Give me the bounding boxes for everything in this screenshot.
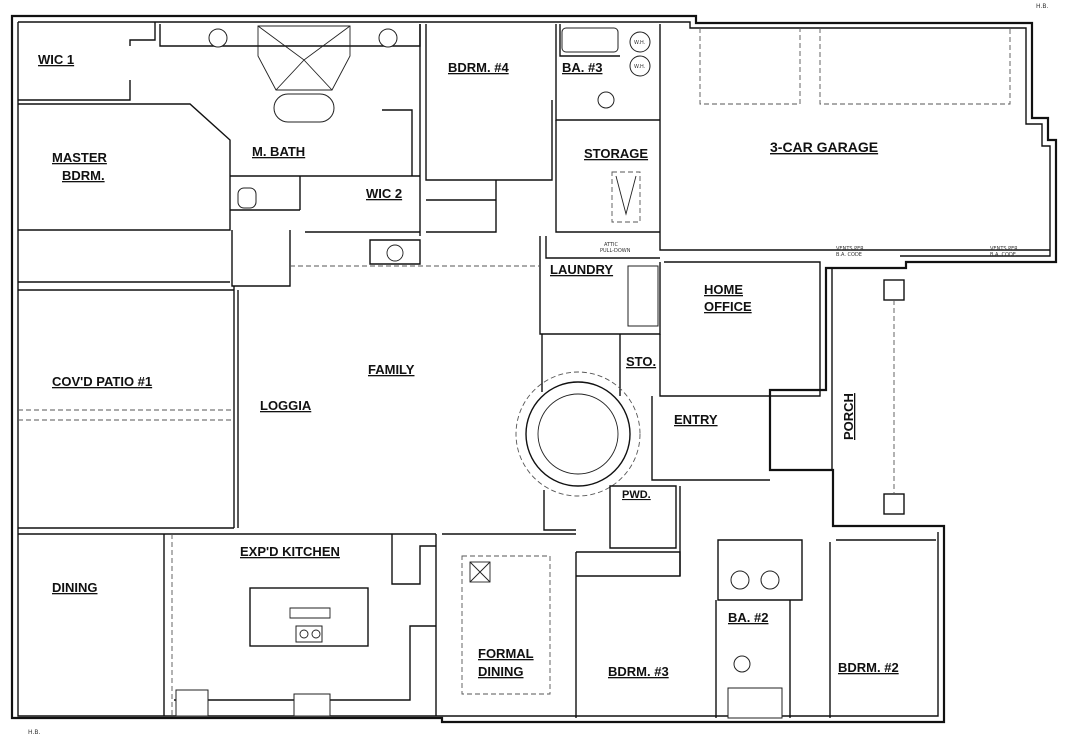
label-pwd: PWD.	[622, 489, 651, 501]
label-master-bdrm-1: MASTER	[52, 150, 108, 165]
label-formal-dining-2: DINING	[478, 664, 524, 679]
label-formal-dining-1: FORMAL	[478, 646, 534, 661]
living-block	[18, 239, 540, 529]
note-attic-1: ATTIC	[604, 242, 619, 248]
label-wic-1: WIC 1	[38, 52, 74, 67]
label-porch: PORCH	[841, 393, 856, 440]
note-water-heater-1: W.H.	[634, 40, 646, 46]
label-family: FAMILY	[368, 362, 415, 377]
label-laundry: LAUNDRY	[550, 262, 613, 277]
note-water-heater-2: W.H.	[634, 64, 646, 70]
bedroom-4-block	[425, 24, 660, 233]
note-attic-2: PULL-DOWN	[600, 248, 631, 254]
label-wic-2: WIC 2	[366, 186, 402, 201]
label-ba-3: BA. #3	[562, 60, 602, 75]
label-home-office-2: OFFICE	[704, 299, 752, 314]
label-garage: 3-CAR GARAGE	[770, 139, 878, 155]
label-bdrm-2: BDRM. #2	[838, 660, 899, 675]
kitchen-block	[18, 533, 437, 717]
label-entry: ENTRY	[674, 412, 718, 427]
label-loggia: LOGGIA	[260, 398, 312, 413]
label-sto: STO.	[626, 354, 656, 369]
rotunda	[515, 371, 641, 497]
note-hose-bib-top: H.B.	[1036, 3, 1048, 10]
label-bdrm-4: BDRM. #4	[448, 60, 509, 75]
note-vents-left-2: B.A. CODE	[836, 252, 862, 258]
note-vents-left-1: VENTS PER	[836, 246, 864, 252]
note-hose-bib-bottom: H.B.	[28, 729, 40, 736]
room-labels: WIC 1 MASTER BDRM. M. BATH WIC 2 BDRM. #…	[38, 52, 899, 679]
label-dining: DINING	[52, 580, 98, 595]
bath-3-fixtures	[561, 27, 651, 109]
label-master-bdrm-2: BDRM.	[62, 168, 105, 183]
label-expd-kitchen: EXP'D KITCHEN	[240, 544, 340, 559]
master-bath-fixtures	[208, 25, 398, 209]
note-vents-right-2: B.A. CODE	[990, 252, 1016, 258]
label-ba-2: BA. #2	[728, 610, 768, 625]
master-suite	[18, 22, 421, 287]
porch	[831, 268, 905, 515]
central-block	[539, 236, 821, 481]
bedroom-wing	[543, 485, 936, 719]
label-home-office-1: HOME	[704, 282, 743, 297]
exterior-walls	[10, 14, 1058, 724]
label-m-bath: M. BATH	[252, 144, 305, 159]
label-bdrm-3: BDRM. #3	[608, 664, 669, 679]
garage-block	[555, 24, 1050, 251]
label-covd-patio: COV'D PATIO #1	[52, 374, 152, 389]
plan-notes: H.B. H.B. W.H. W.H. VENTS PER B.A. CODE …	[28, 3, 1048, 736]
formal-dining-block	[442, 533, 576, 695]
label-storage: STORAGE	[584, 146, 648, 161]
note-vents-right-1: VENTS PER	[990, 246, 1018, 252]
